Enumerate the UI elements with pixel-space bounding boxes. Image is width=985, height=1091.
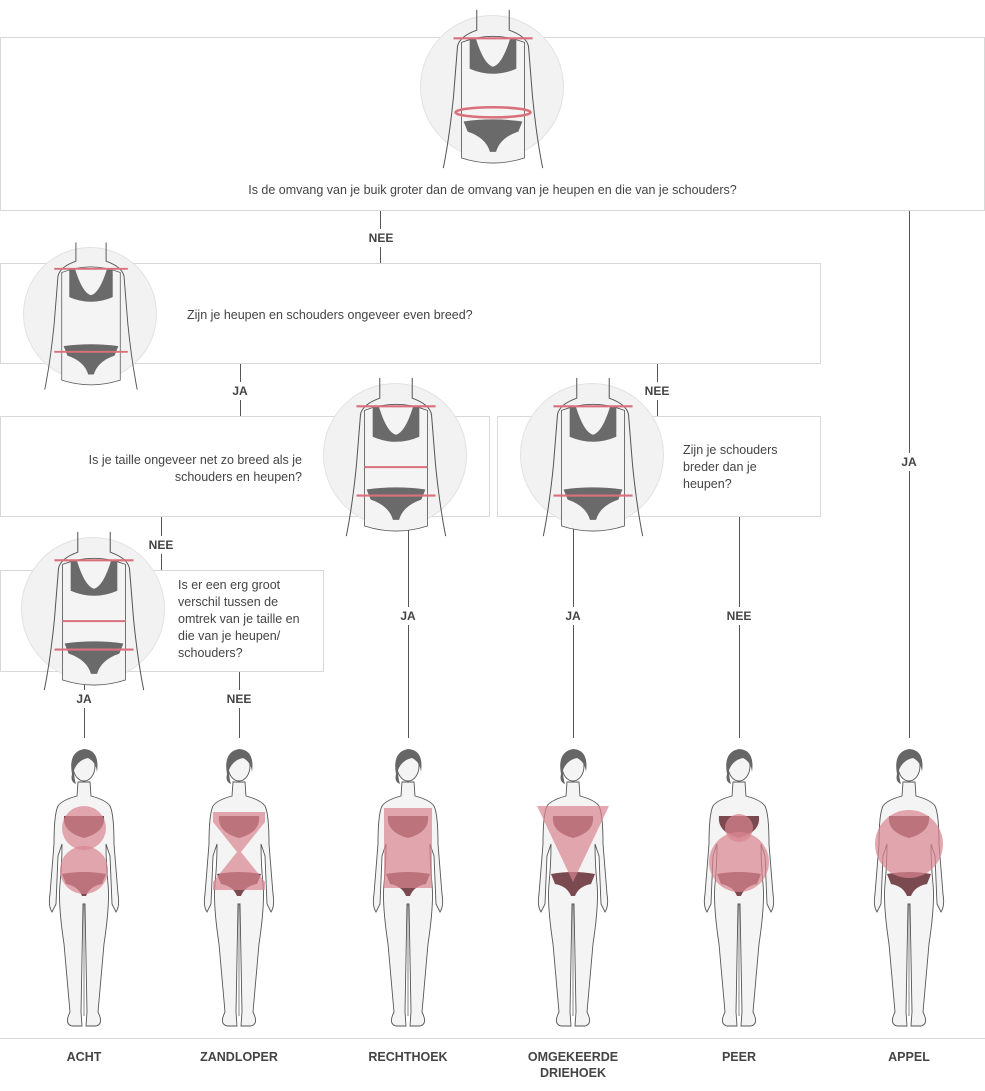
shape-name-rechthoek: RECHTHOEK: [368, 1050, 448, 1064]
answer-label: NEE: [365, 229, 397, 247]
hair: [726, 749, 753, 784]
hair: [560, 749, 587, 784]
connector: [573, 517, 574, 738]
body-shape-figure-acht: [34, 744, 134, 1034]
shape-name-zandloper: ZANDLOPER: [200, 1050, 278, 1064]
answer-label: JA: [229, 382, 251, 400]
question-waist: Is je taille ongeveer net zo breed als j…: [88, 453, 302, 484]
answer-label: NEE: [641, 382, 673, 400]
question-shoulders-wider: Zijn je schouders breder dan je heupen?: [683, 443, 778, 491]
shape-name-appel: APPEL: [888, 1050, 930, 1064]
briefs: [551, 872, 595, 896]
hair: [226, 749, 253, 784]
body-shape-figure-peer: [689, 744, 789, 1034]
shape-overlay-apple: [875, 810, 943, 878]
hair: [71, 749, 98, 784]
bra: [469, 38, 517, 74]
measure-illustration-waist-difference: [21, 531, 165, 691]
measure-illustration-shoulders-wider: [520, 377, 664, 537]
shape-overlay-hourglass: [213, 812, 265, 890]
shape-name-peer: PEER: [721, 1050, 757, 1064]
bra: [69, 268, 113, 302]
question-hips-shoulders: Zijn je heupen en schouders ongeveer eve…: [187, 308, 473, 322]
answer-label: NEE: [723, 607, 755, 625]
body-shape-figure-omgekeerde-driehoek: [523, 744, 623, 1034]
shape-overlay-pear: [709, 814, 769, 892]
hair: [896, 749, 923, 784]
bra: [372, 406, 420, 442]
body-shape-figure-appel: [859, 744, 959, 1034]
bra: [70, 560, 118, 596]
torso-outline: [44, 242, 138, 390]
divider: [0, 1038, 985, 1039]
question-waist-difference: Is er een erg groot verschil tussen de o…: [178, 578, 300, 660]
briefs: [463, 119, 523, 152]
measure-illustration-hips-shoulders: [23, 242, 157, 390]
hair: [395, 749, 422, 784]
shape-name-omgekeerde-driehoek: OMGEKEERDE DRIEHOEK: [527, 1050, 619, 1080]
torso-outline: [345, 377, 447, 537]
body-shape-figure-rechthoek: [358, 744, 458, 1034]
shape-overlay-rectangle: [384, 808, 432, 888]
question-belly: Is de omvang van je buik groter dan de o…: [248, 183, 737, 197]
measure-line-belly: [454, 106, 532, 119]
connector: [739, 517, 740, 738]
measure-illustration-waist: [323, 377, 467, 537]
connector: [909, 211, 910, 738]
answer-label: JA: [562, 607, 584, 625]
answer-label: NEE: [223, 690, 255, 708]
torso-outline: [43, 531, 145, 691]
answer-label: JA: [898, 453, 920, 471]
answer-label: JA: [397, 607, 419, 625]
torso-outline: [442, 9, 544, 169]
shape-name-acht: ACHT: [66, 1050, 102, 1064]
shape-overlay-eight: [60, 806, 108, 894]
bra: [569, 406, 617, 442]
connector: [408, 517, 409, 738]
shape-overlay-triangle: [537, 806, 609, 882]
briefs: [887, 872, 931, 896]
measure-illustration-belly: [420, 9, 564, 169]
torso-outline: [542, 377, 644, 537]
answer-label: JA: [73, 690, 95, 708]
answer-label: NEE: [145, 536, 177, 554]
body-shape-figure-zandloper: [189, 744, 289, 1034]
